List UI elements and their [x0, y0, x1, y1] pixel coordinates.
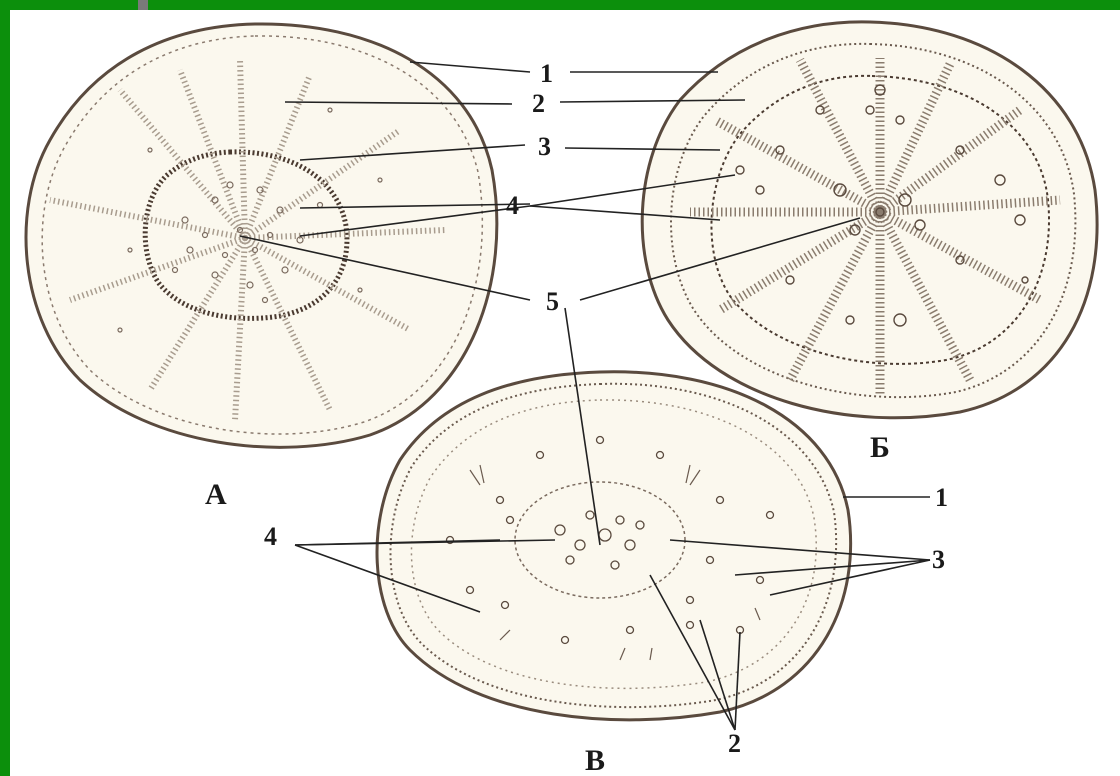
panel-label-b: Б [870, 431, 890, 464]
panel-label-v: В [585, 744, 605, 776]
section-v-outline [377, 372, 851, 720]
label-4-left: 4 [264, 522, 277, 551]
label-1-top: 1 [540, 59, 553, 88]
label-5-mid: 5 [546, 287, 559, 316]
panel-label-a: А [205, 478, 227, 511]
section-v [377, 372, 851, 720]
section-a [26, 24, 497, 447]
label-3-right: 3 [932, 545, 945, 574]
label-3-top: 3 [538, 132, 551, 161]
label-2-top: 2 [532, 89, 545, 118]
label-2-bottom: 2 [728, 729, 741, 758]
label-4-top: 4 [506, 191, 519, 220]
label-1-right: 1 [935, 483, 948, 512]
